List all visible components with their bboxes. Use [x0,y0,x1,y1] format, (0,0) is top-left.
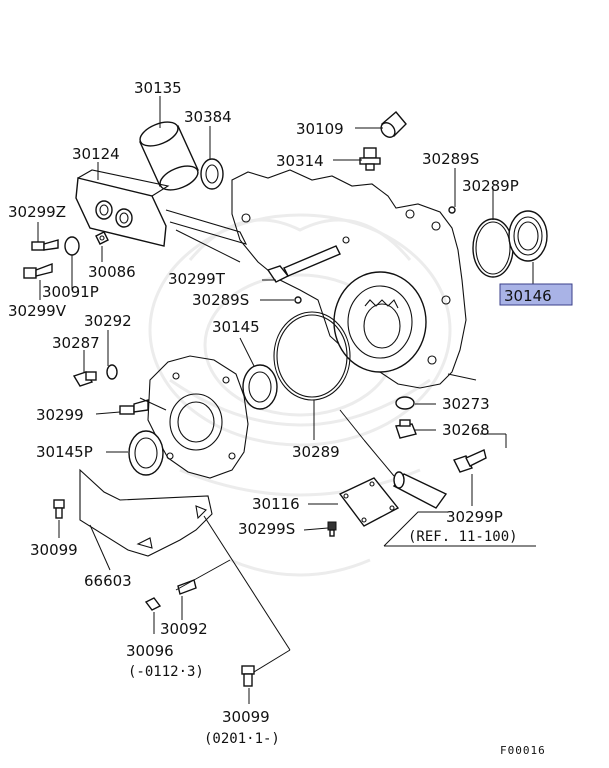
part-30099-bolt-a [53,499,65,519]
label-30273: 30273 [442,395,490,413]
part-30086-nut [95,231,109,245]
label-30109: 30109 [296,120,344,138]
washer [64,236,80,256]
label-30299v: 30299V [8,302,67,320]
label-30299z: 30299Z [8,203,66,221]
label-30299: 30299 [36,406,84,424]
label-30099-b-note: (0201·1-) [204,731,280,747]
label-30289p: 30289P [462,177,519,195]
part-30116-cover [338,477,400,527]
part-30135-tube [139,121,199,191]
ref-11-100-shaft [392,471,448,509]
part-30289-oring-inner [276,314,348,398]
label-30299t: 30299T [168,270,226,288]
label-30096-note: (-0112·3) [128,664,204,680]
part-30092-stud [177,579,197,595]
highlight-box-30146 [499,283,573,306]
label-ref-11-100: (REF. 11-100) [408,529,518,545]
part-30289-oring [273,311,351,401]
part-30299s-bolt [327,521,337,537]
label-30092: 30092 [160,620,208,638]
label-30289: 30289 [292,443,340,461]
part-30299p-bolt [453,449,487,473]
label-30289s-mid: 30289S [192,291,249,309]
label-30146: 30146 [504,287,552,305]
part-30292-washer [106,364,118,380]
part-30109-cap [380,111,407,138]
part-30289s-ring-top [448,206,456,214]
label-30145: 30145 [212,318,260,336]
part-66603-skid-plate [79,468,213,557]
part-30268-plug [395,419,417,439]
transfer-case-housing [231,169,467,389]
label-30086: 30086 [88,263,136,281]
leader-lines [37,96,536,704]
label-30116: 30116 [252,495,300,513]
part-30299v-bolt [23,262,53,279]
label-30268: 30268 [442,421,490,439]
part-labels: 30135 30384 30124 30109 30314 30289S 302… [8,79,552,757]
label-30145p: 30145P [36,443,93,461]
part-30099-bolt-b [241,665,255,687]
part-30299t-bolt [266,245,341,283]
label-30299s: 30299S [238,520,295,538]
label-30314: 30314 [276,152,324,170]
part-30289s-ring-mid [294,296,302,304]
part-30145-seal [242,364,278,410]
label-30384: 30384 [184,108,232,126]
part-30299z-bolt [31,239,59,251]
part-30314-breather [359,147,381,171]
label-30289s-top: 30289S [422,150,479,168]
part-30384-seal [200,158,224,190]
label-30099-a: 30099 [30,541,78,559]
part-30146-seal [508,210,548,262]
part-30289p-oring-inner [475,221,511,275]
label-30135: 30135 [134,79,182,97]
figure-code: F00016 [500,744,546,757]
part-30096-nut [144,597,162,611]
label-30124: 30124 [72,145,120,163]
label-30096: 30096 [126,642,174,660]
part-30124-bracket [75,169,248,247]
label-30287: 30287 [52,334,100,352]
label-30292: 30292 [84,312,132,330]
label-30299p: 30299P [446,508,503,526]
label-30091p: 30091P [42,283,99,301]
part-30289p-oring [472,218,514,278]
part-30299-bolt [119,399,149,415]
label-30099-b: 30099 [222,708,270,726]
part-30273-washer [395,396,415,410]
part-30145p-seal [128,430,164,476]
label-66603: 66603 [84,572,132,590]
part-30287-plug [72,371,97,387]
